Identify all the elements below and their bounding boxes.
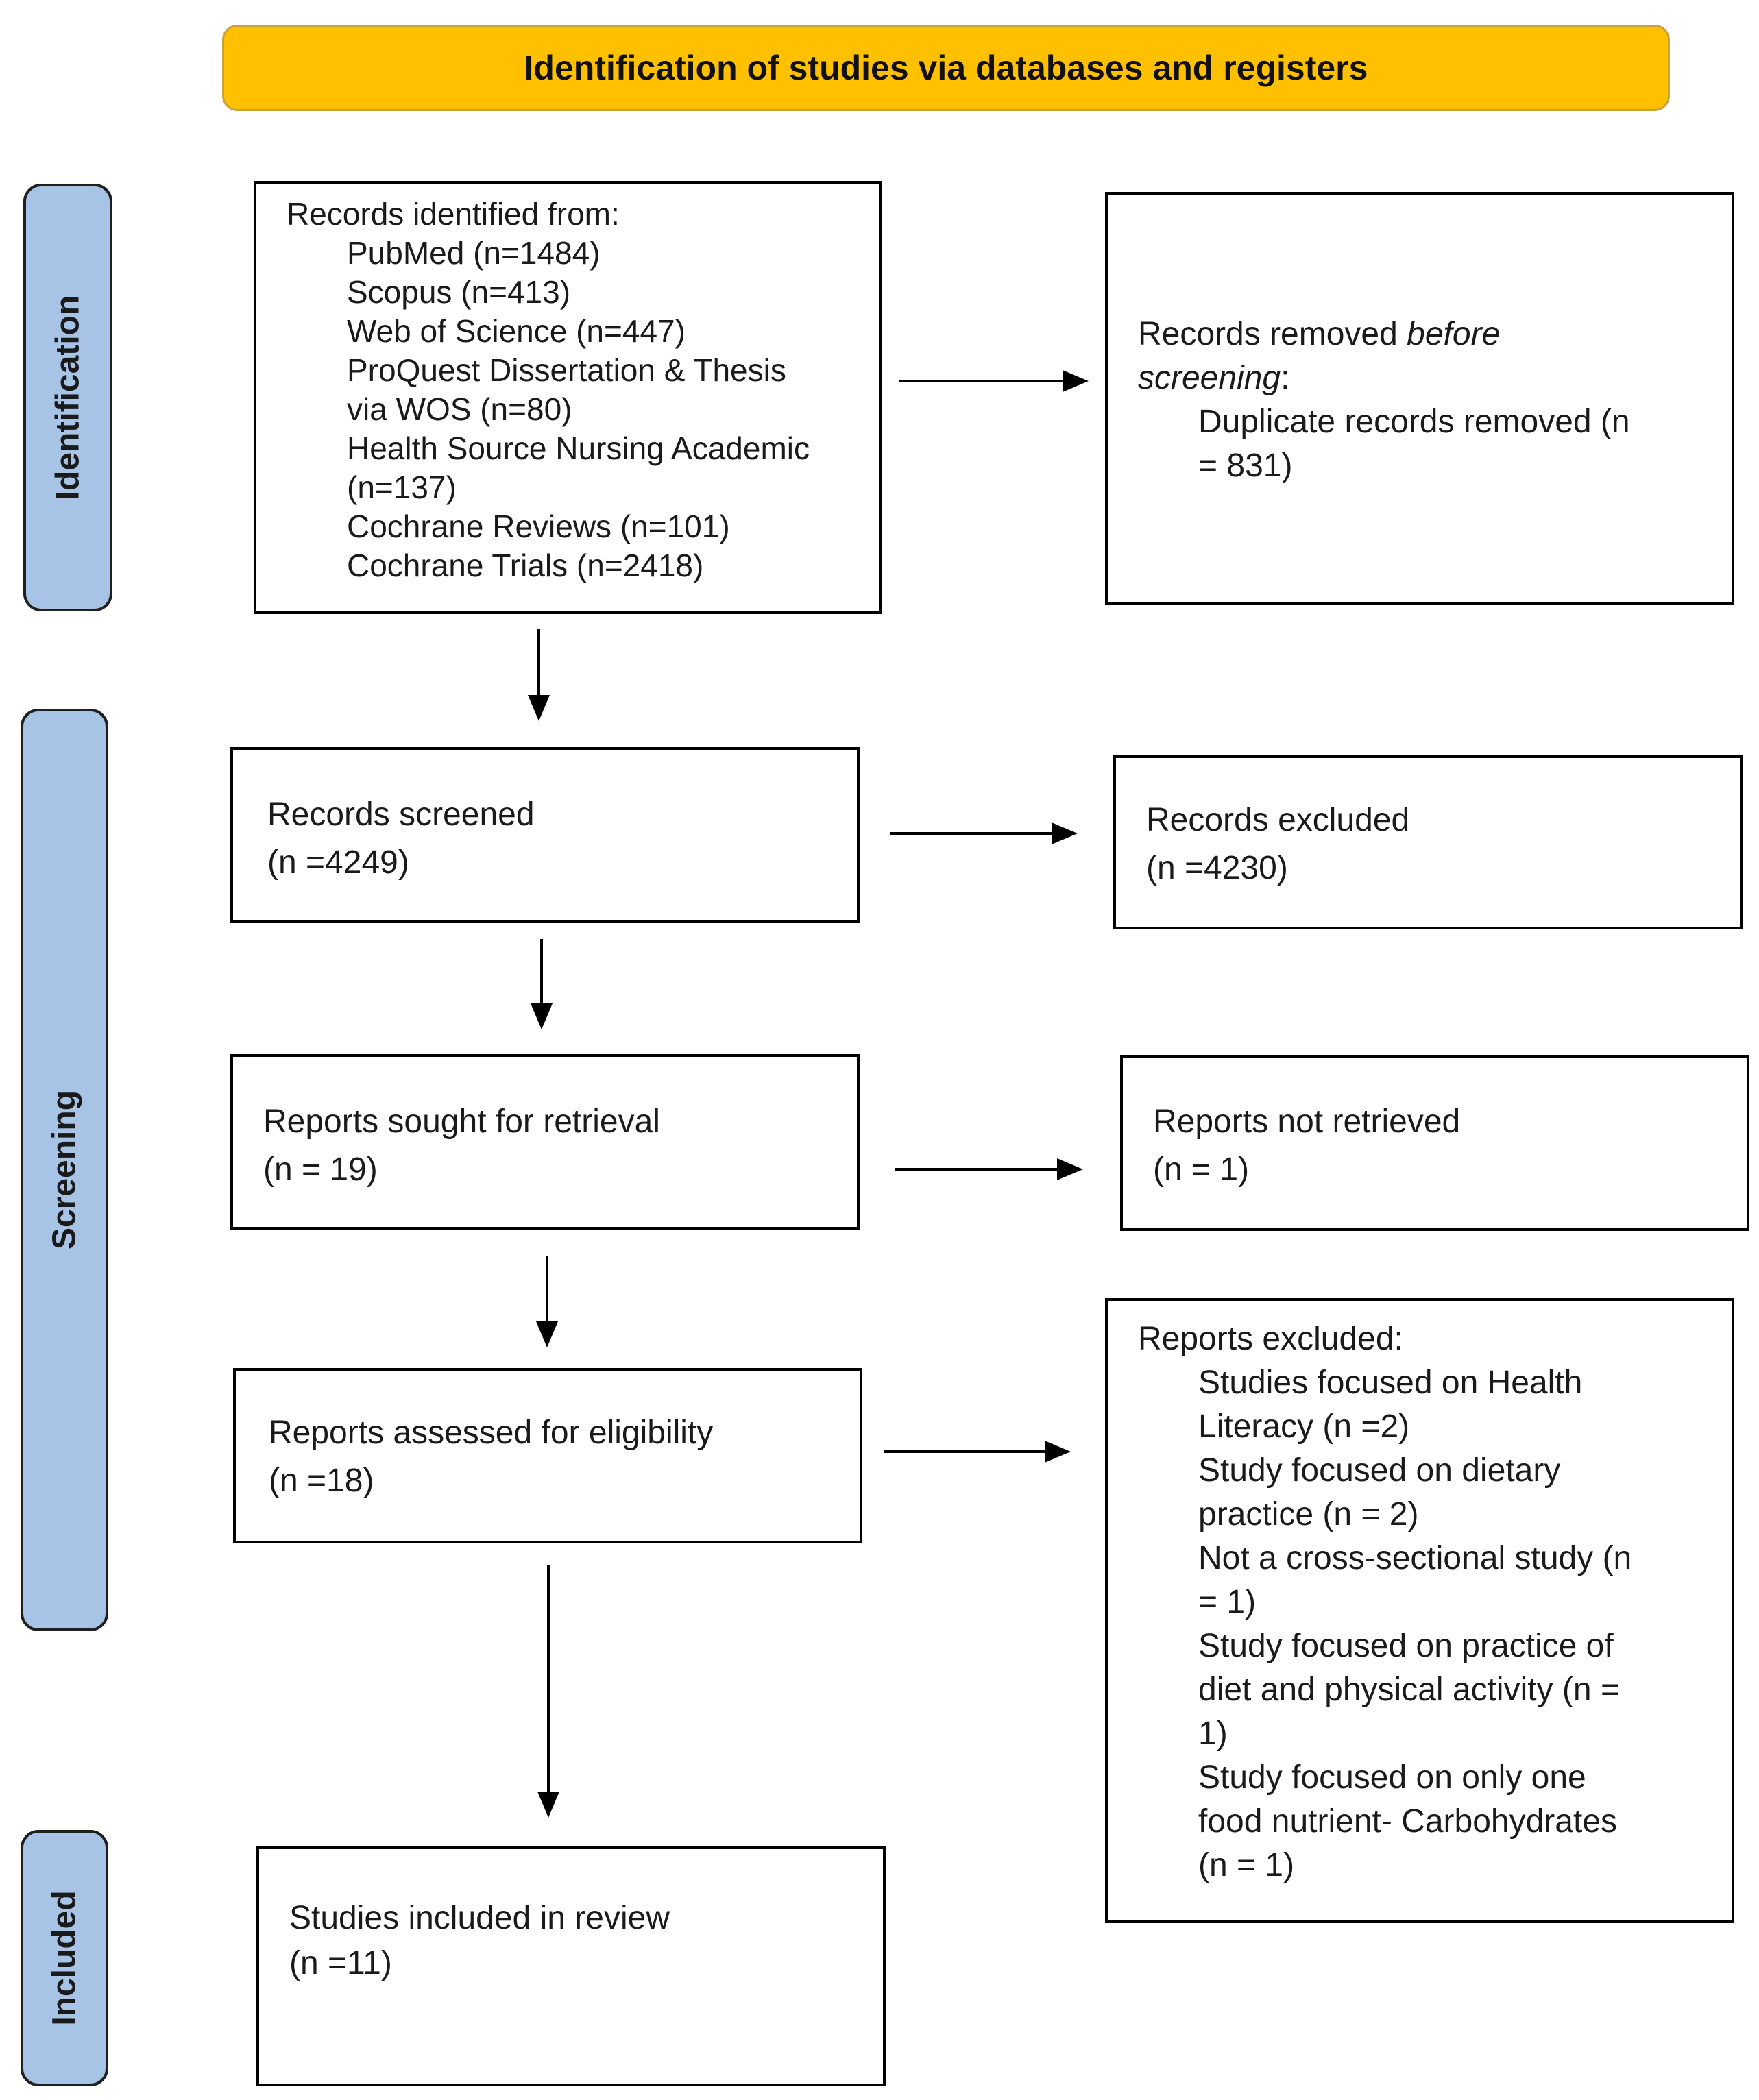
- records-removed-text: Records removed before screening: Duplic…: [1138, 313, 1630, 488]
- records-excluded-count: (n =4230): [1146, 850, 1288, 886]
- source-health-source-count: (n=137): [347, 469, 457, 505]
- source-cochrane-trials: Cochrane Trials (n=2418): [347, 548, 704, 583]
- source-proquest-count: via WOS (n=80): [347, 391, 572, 427]
- arrow-right-sought-to-not-retrieved: [895, 1158, 1083, 1180]
- arrow-down-sought-to-assessed: [536, 1256, 558, 1347]
- reports-excluded-heading: Reports excluded:: [1138, 1321, 1403, 1357]
- reports-assessed-box: Reports assessed for eligibility (n =18): [233, 1368, 862, 1543]
- exclusion-line: = 1): [1198, 1584, 1257, 1620]
- exclusion-line: Study focused on only one: [1198, 1759, 1586, 1796]
- exclusion-line: food nutrient- Carbohydrates: [1198, 1803, 1618, 1840]
- records-identified-heading: Records identified from:: [287, 196, 620, 232]
- reports-not-retrieved-text: Reports not retrieved (n = 1): [1153, 1098, 1460, 1194]
- exclusion-line: Study focused on dietary: [1198, 1452, 1561, 1489]
- arrow-right-assessed-to-excluded: [884, 1441, 1071, 1463]
- header-banner: Identification of studies via databases …: [222, 25, 1670, 111]
- source-health-source: Health Source Nursing Academic: [347, 430, 810, 466]
- records-identified-text: Records identified from: PubMed (n=1484)…: [287, 195, 810, 585]
- records-screened-box: Records screened (n =4249): [230, 747, 860, 923]
- exclusion-line: Not a cross-sectional study (n: [1198, 1540, 1632, 1576]
- reports-sought-box: Reports sought for retrieval (n = 19): [230, 1054, 860, 1230]
- arrow-down-assessed-to-included: [537, 1565, 559, 1818]
- records-removed-line2-italic: screening: [1138, 360, 1281, 396]
- reports-not-retrieved-count: (n = 1): [1153, 1151, 1250, 1188]
- reports-sought-count: (n = 19): [263, 1151, 378, 1188]
- exclusion-line: (n = 1): [1198, 1847, 1295, 1883]
- records-excluded-text: Records excluded (n =4230): [1146, 796, 1409, 892]
- exclusion-line: diet and physical activity (n =: [1198, 1672, 1620, 1708]
- studies-included-label: Studies included in review: [289, 1900, 670, 1936]
- arrow-down-screened-to-sought: [531, 939, 553, 1029]
- studies-included-count: (n =11): [289, 1945, 392, 1981]
- source-pubmed: PubMed (n=1484): [347, 235, 601, 271]
- reports-excluded-text: Reports excluded: Studies focused on Hea…: [1138, 1317, 1631, 1888]
- stage-identification: Identification: [23, 184, 112, 611]
- header-title: Identification of studies via databases …: [524, 49, 1368, 87]
- arrow-right-screened-to-excluded: [890, 822, 1078, 844]
- source-scopus: Scopus (n=413): [347, 274, 571, 310]
- reports-not-retrieved-label: Reports not retrieved: [1153, 1103, 1461, 1140]
- records-removed-box: Records removed before screening: Duplic…: [1105, 192, 1734, 605]
- studies-included-text: Studies included in review (n =11): [289, 1896, 670, 1986]
- records-screened-label: Records screened: [267, 796, 535, 833]
- records-removed-line1-prefix: Records removed: [1138, 316, 1407, 352]
- stage-screening: Screening: [21, 709, 108, 1631]
- reports-assessed-label: Reports assessed for eligibility: [269, 1415, 714, 1451]
- exclusion-line: Studies focused on Health: [1198, 1365, 1583, 1401]
- reports-excluded-box: Reports excluded: Studies focused on Hea…: [1105, 1298, 1734, 1923]
- reports-not-retrieved-box: Reports not retrieved (n = 1): [1120, 1055, 1749, 1231]
- exclusion-line: 1): [1198, 1716, 1228, 1752]
- reports-assessed-text: Reports assessed for eligibility (n =18): [269, 1409, 713, 1505]
- studies-included-box: Studies included in review (n =11): [256, 1846, 886, 2086]
- stage-included: Included: [21, 1830, 108, 2086]
- records-excluded-label: Records excluded: [1146, 802, 1410, 838]
- exclusion-line: practice (n = 2): [1198, 1496, 1419, 1533]
- arrow-down-identified-to-screened: [528, 629, 550, 721]
- records-excluded-box: Records excluded (n =4230): [1113, 755, 1743, 929]
- reports-sought-label: Reports sought for retrieval: [263, 1103, 660, 1140]
- reports-sought-text: Reports sought for retrieval (n = 19): [263, 1098, 660, 1194]
- source-proquest: ProQuest Dissertation & Thesis: [347, 352, 786, 388]
- source-web-of-science: Web of Science (n=447): [347, 313, 686, 349]
- arrow-right-identified-to-removed: [899, 370, 1089, 392]
- exclusion-line: Study focused on practice of: [1198, 1628, 1614, 1664]
- source-cochrane-reviews: Cochrane Reviews (n=101): [347, 509, 730, 544]
- records-screened-count: (n =4249): [267, 844, 409, 881]
- exclusion-line: Literacy (n =2): [1198, 1408, 1410, 1445]
- duplicate-records-line2: = 831): [1198, 448, 1293, 484]
- records-screened-text: Records screened (n =4249): [267, 791, 535, 887]
- reports-assessed-count: (n =18): [269, 1463, 374, 1499]
- records-removed-line1-italic: before: [1407, 316, 1501, 352]
- records-identified-box: Records identified from: PubMed (n=1484)…: [254, 181, 882, 614]
- records-removed-line2-suffix: :: [1281, 360, 1290, 396]
- duplicate-records-line1: Duplicate records removed (n: [1198, 404, 1630, 440]
